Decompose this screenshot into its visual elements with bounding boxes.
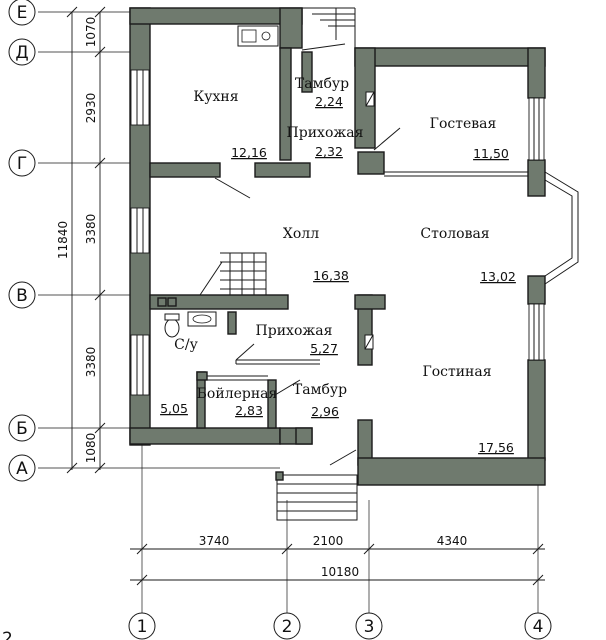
room-kitchen-area: 12,16: [231, 145, 267, 160]
axis-v-label: В: [16, 286, 28, 306]
room-entry-upper: Прихожая 2,32: [287, 125, 364, 159]
room-tambur-lower-name: Тамбур: [293, 382, 347, 398]
room-kitchen: Кухня 12,16: [193, 89, 267, 160]
axis-g: Г: [8, 149, 36, 177]
room-labels: Кухня 12,16 Тамбур 2,24 Прихожая 2,32 Го…: [160, 76, 516, 455]
room-boiler-area: 2,83: [235, 403, 263, 418]
axis-a-label: А: [16, 459, 28, 479]
room-entry-lower: Прихожая 5,27: [256, 323, 338, 356]
chimney-icon: [364, 91, 375, 350]
axis-d: Д: [8, 38, 36, 66]
dim-total-vertical: 11840: [56, 221, 70, 259]
corner-label: 2: [2, 629, 13, 640]
windows: [130, 69, 579, 396]
dim-total-horizontal: 10180: [321, 565, 359, 579]
fixtures: [157, 25, 375, 350]
dim-3380-upper: 3380: [84, 214, 98, 245]
dim-2930: 2930: [84, 93, 98, 124]
dim-3380-lower: 3380: [84, 347, 98, 378]
room-tambur-lower: Тамбур 2,96: [293, 382, 347, 419]
room-entry-lower-name: Прихожая: [256, 323, 333, 339]
axis-1: 1: [128, 612, 156, 640]
room-living-name: Гостиная: [422, 364, 491, 380]
axis-2-label: 2: [282, 617, 293, 637]
dim-1080: 1080: [84, 433, 98, 464]
room-tambur-upper-name: Тамбур: [295, 76, 349, 92]
room-dining-area: 13,02: [480, 269, 516, 284]
toilet-icon: [164, 313, 180, 338]
washbasin-icon: [187, 311, 217, 327]
room-boiler-name: Бойлерная: [197, 386, 278, 402]
axis-4: 4: [524, 612, 552, 640]
axis-3: 3: [355, 612, 383, 640]
dim-1070: 1070: [84, 17, 98, 48]
room-living: Гостиная 17,56: [422, 364, 513, 455]
room-entry-upper-name: Прихожая: [287, 125, 364, 141]
room-hall-name: Холл: [283, 226, 319, 242]
axis-letters: Е Д Г В Б А: [8, 0, 36, 482]
axis-b-label: Б: [16, 419, 28, 439]
room-hall: Холл 16,38: [283, 226, 349, 283]
room-tambur-upper: Тамбур 2,24: [295, 76, 349, 109]
room-entry-upper-area: 2,32: [315, 144, 343, 159]
room-hall-area: 16,38: [313, 268, 349, 283]
dim-2100: 2100: [313, 534, 344, 548]
room-bathroom-area: 5,05: [160, 401, 188, 416]
room-dining-name: Столовая: [420, 226, 489, 242]
room-tambur-upper-area: 2,24: [315, 94, 343, 109]
room-guest-area: 11,50: [473, 146, 509, 161]
axis-3-label: 3: [364, 617, 375, 637]
room-tambur-lower-area: 2,96: [311, 404, 339, 419]
room-bathroom-name: С/у: [174, 337, 198, 353]
axis-d-label: Д: [15, 43, 28, 63]
vertical-dimension-labels: 1070 2930 3380 3380 1080 11840: [56, 17, 98, 464]
partitions: [199, 7, 528, 521]
axis-g-label: Г: [17, 154, 27, 174]
axis-v: В: [8, 281, 36, 309]
dim-4340: 4340: [437, 534, 468, 548]
axis-4-label: 4: [533, 617, 544, 637]
axis-e-label: Е: [17, 3, 28, 23]
room-kitchen-name: Кухня: [193, 89, 238, 105]
room-living-area: 17,56: [478, 440, 514, 455]
axis-1-label: 1: [137, 617, 148, 637]
room-dining: Столовая 13,02: [420, 226, 516, 284]
room-entry-lower-area: 5,27: [310, 341, 338, 356]
sink-icon: [237, 25, 279, 47]
axis-e: Е: [8, 0, 36, 26]
axis-numbers: 1 2 3 4: [128, 612, 552, 640]
axis-a: А: [8, 454, 36, 482]
room-guest: Гостевая 11,50: [430, 116, 509, 161]
room-bathroom: С/у 5,05: [160, 337, 199, 416]
axis-2: 2: [273, 612, 301, 640]
axis-b: Б: [8, 414, 36, 442]
dim-3740: 3740: [199, 534, 230, 548]
vertical-dimensions: [38, 6, 280, 474]
room-boiler: Бойлерная 2,83: [197, 386, 278, 418]
room-guest-name: Гостевая: [430, 116, 497, 132]
